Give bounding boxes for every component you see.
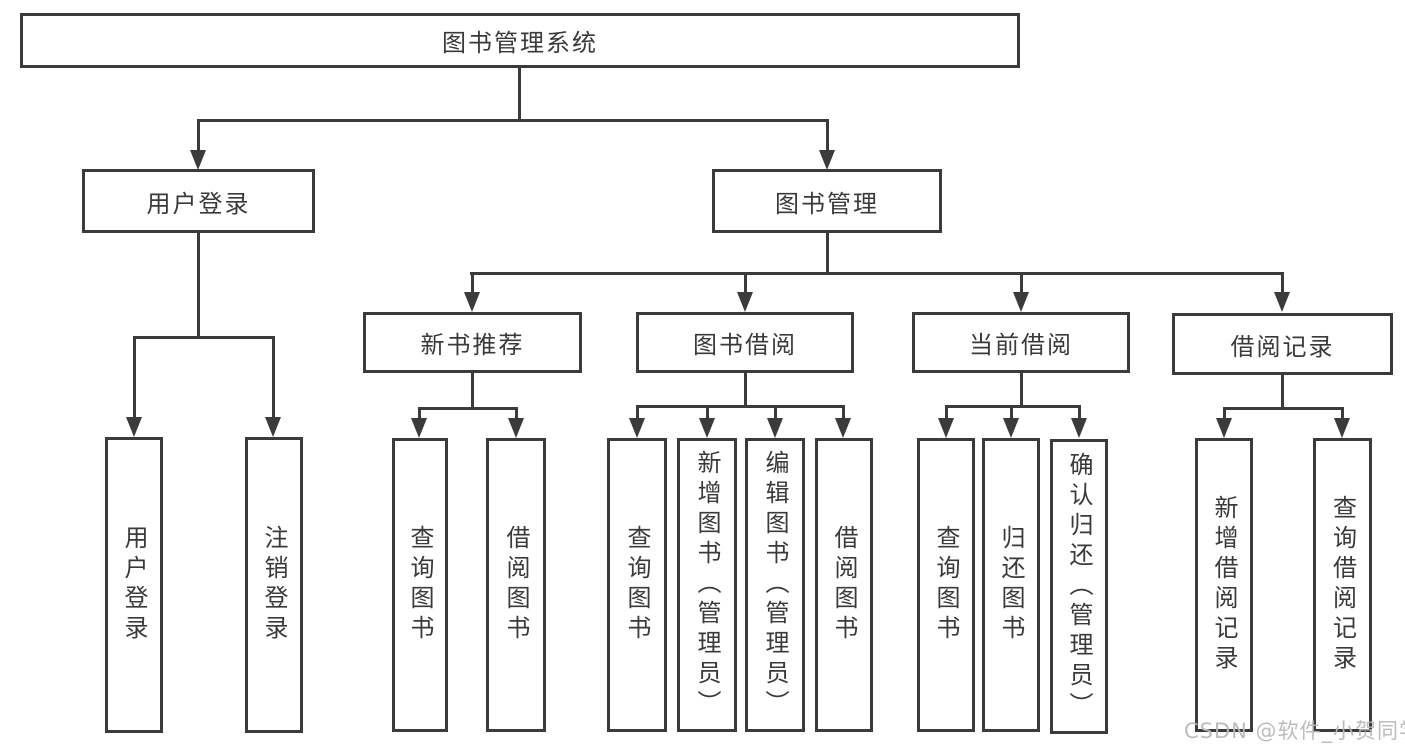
connector-bus <box>1223 407 1343 410</box>
leaf-borrow-query-books: 查询图书 <box>607 438 667 732</box>
node-current-borrow: 当前借阅 <box>912 312 1130 373</box>
connector-drop <box>774 405 777 419</box>
arrow-down-icon <box>938 418 954 438</box>
arrow-down-icon <box>1071 418 1087 438</box>
node-user-login: 用户登录 <box>82 169 315 233</box>
leaf-query-borrow-record: 查询借阅记录 <box>1313 438 1372 732</box>
arrow-down-icon <box>508 418 524 438</box>
connector-drop <box>1078 405 1081 419</box>
connector-drop <box>744 272 747 293</box>
arrow-down-icon <box>1216 418 1232 438</box>
arrow-down-icon <box>819 150 835 170</box>
connector-stem <box>744 373 747 405</box>
connector-drop <box>706 405 709 419</box>
connector-drop <box>842 405 845 419</box>
connector-drop <box>272 336 275 418</box>
connector-stem <box>197 233 200 336</box>
connector-drop <box>826 119 829 151</box>
connector-stem <box>1281 375 1284 407</box>
connector-drop <box>418 407 421 419</box>
leaf-recommend-borrow-books: 借阅图书 <box>486 438 546 732</box>
leaf-confirm-return-admin: 确认归还（管理员） <box>1050 439 1108 734</box>
leaf-logout: 注销登录 <box>245 437 303 733</box>
connector-bus <box>945 405 1081 408</box>
connector-drop <box>945 405 948 419</box>
connector-drop <box>1341 407 1344 419</box>
connector-drop <box>515 407 518 419</box>
arrow-down-icon <box>699 418 715 438</box>
arrow-down-icon <box>1013 292 1029 312</box>
connector-drop <box>197 119 200 151</box>
leaf-borrow-books: 借阅图书 <box>815 438 873 732</box>
leaf-add-borrow-record: 新增借阅记录 <box>1195 438 1253 732</box>
node-book-borrow: 图书借阅 <box>636 312 854 373</box>
connector-bus <box>470 272 1284 275</box>
connector-bus <box>133 336 275 339</box>
connector-drop <box>471 272 474 293</box>
node-book-management: 图书管理 <box>712 169 942 233</box>
csdn-watermark: CSDN @软件_小贺同学 <box>1184 719 1405 743</box>
connector-drop <box>1223 407 1226 419</box>
leaf-add-books-admin: 新增图书（管理员） <box>677 438 737 732</box>
connector-drop <box>1020 272 1023 293</box>
node-new-book-recommend: 新书推荐 <box>363 312 582 373</box>
connector-bus <box>418 407 518 410</box>
leaf-user-login: 用户登录 <box>105 437 163 733</box>
leaf-recommend-query-books: 查询图书 <box>392 438 448 732</box>
connector-bus <box>197 119 829 122</box>
connector-stem <box>826 233 829 272</box>
connector-drop <box>133 336 136 418</box>
node-borrow-records: 借阅记录 <box>1172 313 1393 375</box>
connector-stem <box>1020 373 1023 405</box>
connector-drop <box>1281 272 1284 293</box>
arrow-down-icon <box>835 418 851 438</box>
arrow-down-icon <box>767 418 783 438</box>
arrow-down-icon <box>737 292 753 312</box>
leaf-current-query-books: 查询图书 <box>917 438 975 732</box>
arrow-down-icon <box>1334 418 1350 438</box>
connector-stem <box>518 68 521 119</box>
arrow-down-icon <box>464 292 480 312</box>
arrow-down-icon <box>629 418 645 438</box>
arrow-down-icon <box>1003 418 1019 438</box>
connector-bus <box>636 405 845 408</box>
leaf-edit-books-admin: 编辑图书（管理员） <box>745 438 805 732</box>
arrow-down-icon <box>411 418 427 438</box>
arrow-down-icon <box>1274 292 1290 312</box>
connector-stem <box>471 373 474 407</box>
node-root: 图书管理系统 <box>20 13 1020 68</box>
arrow-down-icon <box>265 417 281 437</box>
connector-drop <box>1010 405 1013 419</box>
connector-drop <box>636 405 639 419</box>
arrow-down-icon <box>126 417 142 437</box>
leaf-return-books: 归还图书 <box>982 438 1040 732</box>
arrow-down-icon <box>190 150 206 170</box>
